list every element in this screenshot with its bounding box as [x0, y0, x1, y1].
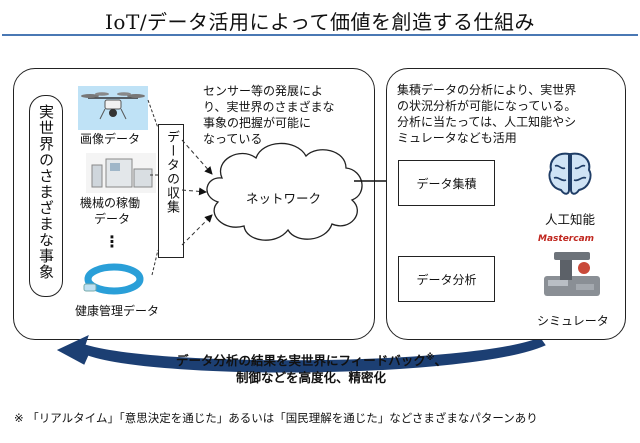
data-accumulation-box: データ集積 [398, 160, 495, 206]
simulator-label: シミュレータ [537, 314, 609, 328]
drone-icon [78, 86, 148, 130]
page-title: IoT/データ活用によって価値を創造する仕組み [105, 10, 535, 34]
machine-icon [86, 153, 156, 193]
mastercam-logo: Mastercam [538, 234, 595, 244]
brain-icon [545, 150, 595, 198]
ai-label: 人工知能 [545, 212, 596, 227]
data-analysis-box: データ分析 [398, 256, 495, 302]
network-cloud [206, 142, 363, 241]
network-label: ネットワーク [246, 191, 322, 206]
feedback-text-line2: 制御などを高度化、精密化 [236, 370, 387, 385]
simulator-icon [540, 246, 604, 300]
machine-operation-label: 機械の稼働 [80, 196, 141, 210]
health-data-label: 健康管理データ [75, 304, 160, 318]
more-items-dots: ⋮ [104, 232, 120, 251]
real-world-events-box [29, 95, 63, 297]
wristband-icon [80, 260, 152, 298]
image-data-label: 画像データ [80, 132, 141, 146]
feedback-text-line1: データ分析の結果を実世界にフィードバック※、 [176, 352, 448, 368]
data-collection-box [158, 124, 184, 258]
sensor-description: センサー等の発展によ り、実世界のさまざまな 事象の把握が可能に なっている [203, 84, 335, 146]
feedback-arrow [56, 335, 546, 373]
real-world-events-label: 実世界のさまざまな事象 [37, 104, 55, 280]
data-collection-label: データの収集 [164, 130, 179, 214]
machine-data-label: データ [94, 212, 131, 226]
title-underline [2, 34, 638, 36]
footnote: ※ 「リアルタイム」「意思決定を通じた」あるいは「国民理解を通じた」などさまざま… [14, 411, 538, 425]
analysis-description: 集積データの分析により、実世界 の状況分析が可能になっている。 分析に当たっては… [397, 83, 577, 145]
